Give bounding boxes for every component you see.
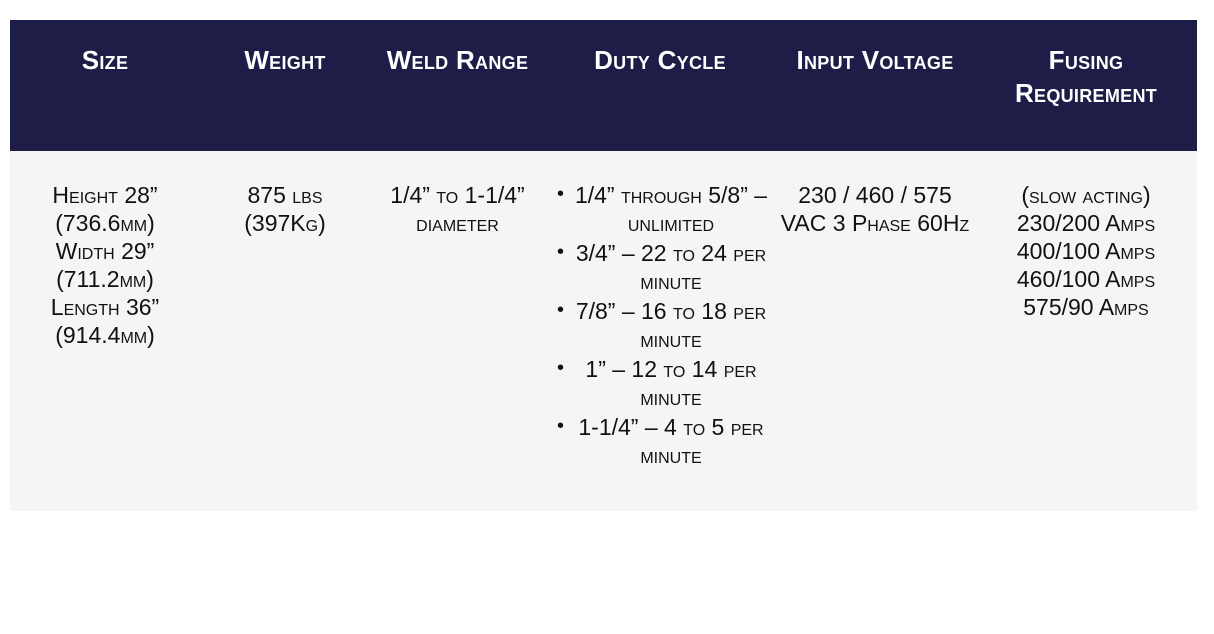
fusing-line: 230/200 Amps [1016,210,1156,237]
cell-size: Height 28” (736.6mm) Width 29” (711.2mm)… [10,151,200,511]
table-body: Height 28” (736.6mm) Width 29” (711.2mm)… [10,151,1197,512]
size-line: Width 29” [55,238,155,265]
input-voltage-line: 230 / 460 / 575 VAC 3 Phase 60Hz [780,182,970,237]
weight-line: 875 lbs [247,182,323,208]
specifications-table: Size Weight Weld Range Duty Cycle Input … [10,20,1197,512]
cell-weight: 875 lbs (397Kg) [200,151,370,511]
list-item: 1” – 12 to 14 per minute [549,355,771,411]
fusing-line: 460/100 Amps [1016,266,1156,293]
header-row: Size Weight Weld Range Duty Cycle Input … [10,20,1197,151]
input-voltage-lines: 230 / 460 / 575 VAC 3 Phase 60Hz [779,181,971,237]
column-header-size: Size [81,45,129,75]
cell-weld-range: 1/4” to 1-1/4” diameter [370,151,545,511]
table-header: Size Weight Weld Range Duty Cycle Input … [10,20,1197,151]
column-header-input-voltage: Input Voltage [796,45,954,75]
size-line: Height 28” [52,182,158,208]
column-header-duty-cycle: Duty Cycle [594,45,726,75]
fusing-line: 575/90 Amps [1023,294,1149,321]
fusing-requirement-lines: (slow acting) 230/200 Amps 400/100 Amps … [979,181,1193,321]
weld-range-line: 1/4” to 1-1/4” diameter [390,182,525,237]
size-line: (711.2mm) [56,266,154,293]
weight-line: (397Kg) [244,210,326,237]
weld-range-lines: 1/4” to 1-1/4” diameter [374,181,541,237]
size-line: (736.6mm) [55,210,155,237]
list-item: 7/8” – 16 to 18 per minute [549,297,771,353]
cell-duty-cycle: 1/4” through 5/8” – unlimited 3/4” – 22 … [545,151,775,511]
cell-fusing-requirement: (slow acting) 230/200 Amps 400/100 Amps … [975,151,1197,511]
fusing-line: 400/100 Amps [1016,238,1156,265]
column-header-weld-range: Weld Range [386,45,529,75]
table-row: Height 28” (736.6mm) Width 29” (711.2mm)… [10,151,1197,512]
list-item: 3/4” – 22 to 24 per minute [549,239,771,295]
size-line: Length 36” [50,294,160,321]
size-lines: Height 28” (736.6mm) Width 29” (711.2mm)… [14,181,196,349]
weight-lines: 875 lbs (397Kg) [204,181,366,237]
list-item: 1/4” through 5/8” – unlimited [549,181,771,237]
cell-input-voltage: 230 / 460 / 575 VAC 3 Phase 60Hz [775,151,975,511]
column-header-fusing-requirement: Fusing Requirement [1014,45,1158,108]
fusing-line: (slow acting) [1021,182,1151,208]
column-header-weight: Weight [244,45,326,75]
list-item: 1-1/4” – 4 to 5 per minute [549,413,771,469]
size-line: (914.4mm) [55,322,155,349]
duty-cycle-list: 1/4” through 5/8” – unlimited 3/4” – 22 … [549,181,771,469]
